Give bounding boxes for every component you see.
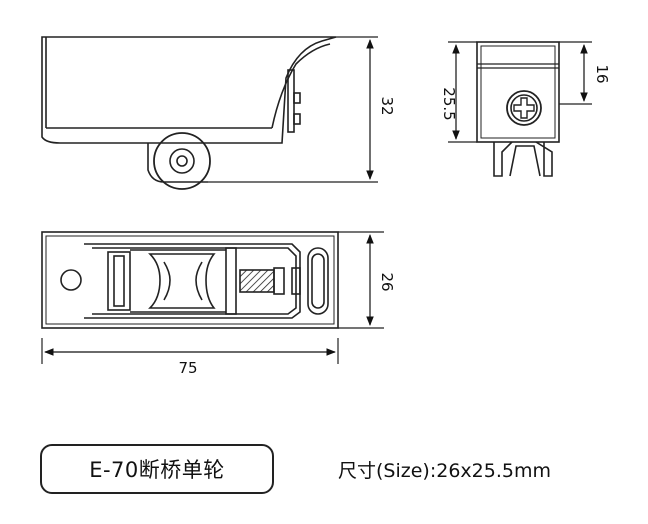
dim-top-width-label: 26 [378, 272, 396, 291]
phillips-screw-icon [506, 90, 542, 126]
product-label: E-70断桥单轮 [89, 458, 225, 482]
product-label-box: E-70断桥单轮 [40, 444, 274, 494]
side-view-clip [287, 69, 295, 133]
side-view [41, 36, 378, 190]
dim-end-width-label: 16 [593, 64, 611, 83]
end-view [448, 41, 592, 177]
end-view-body [476, 41, 560, 143]
mounting-hole [60, 269, 82, 291]
side-view-body [41, 36, 337, 144]
dim-top-length: 75 [44, 348, 336, 377]
dim-end-height: 25.5 [440, 44, 460, 140]
roller [148, 253, 216, 309]
dim-end-width: 16 [580, 44, 611, 102]
wheel [153, 132, 211, 190]
wheel-hub [169, 148, 195, 174]
top-view-body [41, 231, 339, 329]
end-view-base [493, 141, 513, 177]
dim-end-height-label: 25.5 [440, 87, 458, 120]
dim-top-length-label: 75 [178, 359, 197, 377]
dim-top-width: 26 [366, 234, 396, 326]
slot [307, 247, 329, 315]
top-view [41, 231, 384, 364]
dim-side-height: 32 [366, 39, 396, 180]
hatched-block [239, 269, 275, 293]
size-spec: 尺寸(Size):26x25.5mm [338, 460, 551, 482]
side-view-inner-curve [271, 43, 331, 129]
dim-side-height-label: 32 [378, 96, 396, 115]
